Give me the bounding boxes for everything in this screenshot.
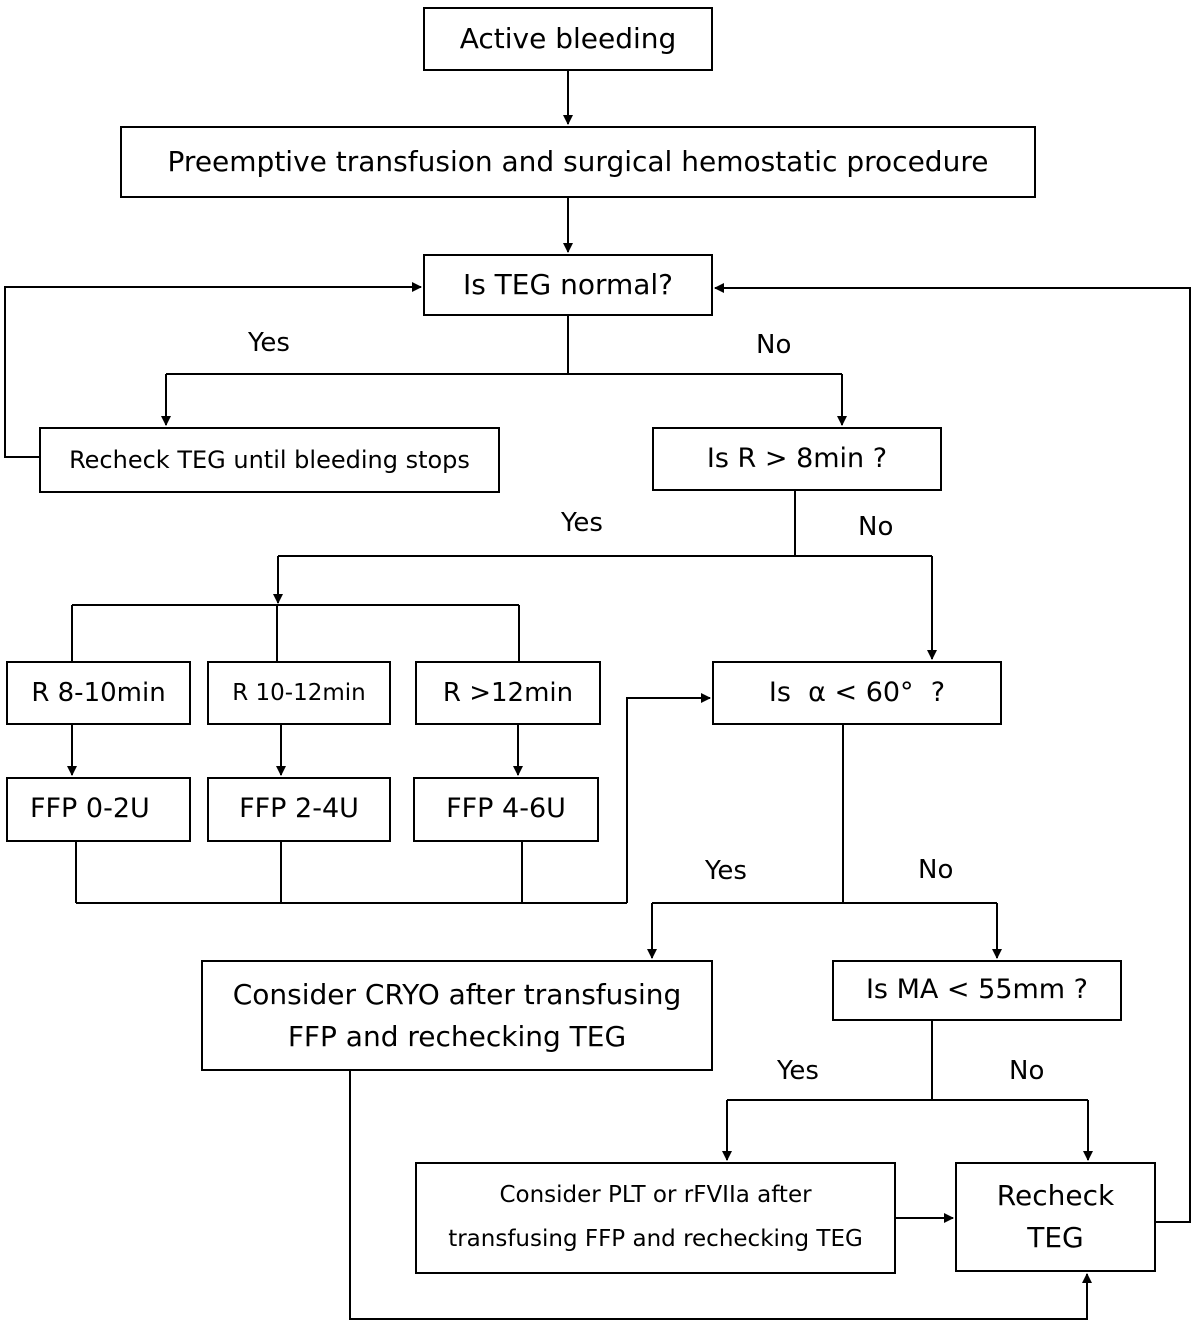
r-10-12-box: R 10-12min [207, 661, 391, 725]
line [71, 604, 520, 661]
node-text: Consider CRYO after transfusing [232, 977, 682, 1011]
ma-box: Is MA < 55mm ? [832, 960, 1122, 1021]
ffp-0-2-box: FFP 0-2U [6, 777, 191, 842]
no-label: No [1009, 1056, 1045, 1086]
node-text: Is MA < 55mm ? [865, 974, 1089, 1006]
yes-label: Yes [705, 856, 747, 886]
arrow [4, 282, 422, 458]
node-text: Preemptive transfusion and surgical hemo… [167, 145, 989, 178]
r-gt-8-box: Is R > 8min ? [652, 427, 942, 491]
recheck-until-box: Recheck TEG until bleeding stops [39, 427, 500, 493]
node-text: Consider PLT or rFVIIa after [499, 1182, 812, 1209]
node-text: FFP 0-2U [30, 793, 150, 825]
no-label: No [756, 330, 792, 360]
line [166, 316, 842, 375]
ffp-4-6-box: FFP 4-6U [413, 777, 599, 842]
line [652, 725, 997, 904]
line [75, 842, 627, 904]
node-text: transfusing FFP and rechecking TEG [448, 1226, 863, 1252]
node-text: R 8-10min [31, 677, 166, 708]
node-text: TEG [1027, 1221, 1084, 1254]
alpha-box: Is α < 60° ? [712, 661, 1002, 725]
no-label: No [918, 855, 954, 885]
arrow [626, 693, 711, 903]
no-label: No [858, 512, 894, 542]
line [727, 1021, 1088, 1101]
node-text: Recheck TEG until bleeding stops [69, 446, 470, 474]
node-text: FFP and rechecking TEG [287, 1019, 627, 1053]
node-text: Is R > 8min ? [706, 442, 888, 474]
node-text: R >12min [442, 677, 574, 708]
r-gt-12-box: R >12min [415, 661, 601, 725]
teg-normal-box: Is TEG normal? [423, 254, 713, 316]
arrow [349, 1071, 1092, 1320]
yes-label: Yes [248, 328, 290, 358]
r-8-10-box: R 8-10min [6, 661, 191, 725]
node-text: R 10-12min [232, 679, 366, 706]
node-text: Is α < 60° ? [768, 676, 946, 708]
active-bleeding-box: Active bleeding [423, 7, 713, 71]
yes-label: Yes [777, 1056, 819, 1086]
arrow [714, 283, 1191, 1223]
ffp-2-4-box: FFP 2-4U [207, 777, 391, 842]
node-text: FFP 2-4U [239, 793, 359, 825]
node-text: Is TEG normal? [462, 268, 674, 301]
line [278, 491, 932, 557]
node-text: FFP 4-6U [446, 793, 566, 825]
node-text: Active bleeding [459, 22, 677, 55]
node-text: Recheck [996, 1179, 1115, 1212]
yes-label: Yes [561, 508, 603, 538]
plt-box: Consider PLT or rFVIIa after transfusing … [415, 1162, 896, 1274]
preemptive-box: Preemptive transfusion and surgical hemo… [120, 126, 1036, 198]
